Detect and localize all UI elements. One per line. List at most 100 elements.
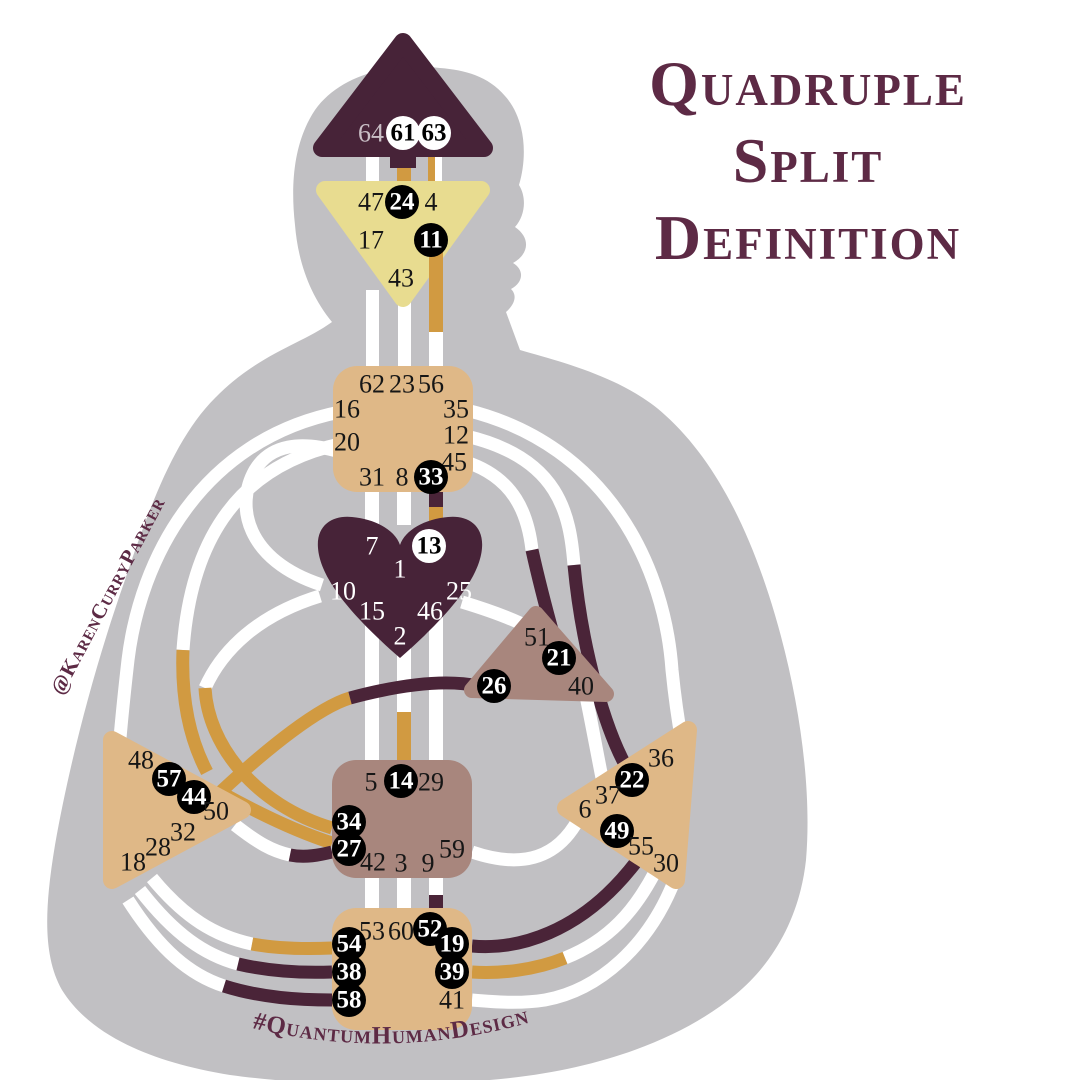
gate-7: 7 xyxy=(366,532,379,561)
channel-10-20 xyxy=(239,439,342,592)
gate-23: 23 xyxy=(389,370,415,399)
gate-33-circle xyxy=(414,460,448,494)
gate-11-circle xyxy=(414,223,448,257)
channel-49-19 xyxy=(471,858,642,954)
gate-59: 59 xyxy=(439,835,465,864)
gate-19: 19 xyxy=(440,931,465,958)
channel-63-4 xyxy=(428,146,442,190)
gate-63: 63 xyxy=(422,120,447,147)
gate-22-circle xyxy=(615,763,649,797)
gate-12: 12 xyxy=(443,421,469,450)
channel-35-36 xyxy=(464,403,689,744)
gate-24: 24 xyxy=(390,189,416,216)
channel-9-52 xyxy=(429,876,443,911)
gate-21-circle xyxy=(542,641,576,675)
gate-57-circle xyxy=(152,762,186,796)
channel-42-53 xyxy=(365,876,379,912)
channel-17-62 xyxy=(366,290,379,370)
gate-55: 55 xyxy=(628,832,654,861)
gate-27-circle xyxy=(332,832,366,866)
gate-22: 22 xyxy=(620,767,645,794)
channel-2-14 xyxy=(397,640,411,762)
gate-58: 58 xyxy=(337,987,362,1014)
channel-20-57 xyxy=(176,437,342,776)
gate-54: 54 xyxy=(337,931,363,958)
gate-4: 4 xyxy=(425,188,438,217)
gate-51: 51 xyxy=(524,623,550,652)
gate-14: 14 xyxy=(389,768,415,795)
gate-29: 29 xyxy=(418,768,444,797)
channel-31-7 xyxy=(365,490,379,525)
page-title: Quadruple Split Definition xyxy=(552,46,1064,276)
channel-11-56-open-half xyxy=(429,330,443,368)
gate-34: 34 xyxy=(337,809,363,836)
channel-64-47 xyxy=(366,146,379,192)
gate-5: 5 xyxy=(365,768,378,797)
gate-43: 43 xyxy=(388,264,414,293)
gate-58-circle xyxy=(332,983,366,1017)
gate-24-circle xyxy=(385,185,419,219)
gate-42: 42 xyxy=(360,848,386,877)
gate-13-circle xyxy=(412,529,446,563)
gate-62: 62 xyxy=(359,370,385,399)
gate-15: 15 xyxy=(359,597,385,626)
channel-18-58 xyxy=(122,896,333,1007)
gate-26: 26 xyxy=(482,673,507,700)
gate-47: 47 xyxy=(358,188,384,217)
gate-16: 16 xyxy=(334,395,360,424)
gate-38-circle xyxy=(332,955,366,989)
gate-46: 46 xyxy=(417,597,443,626)
gate-28: 28 xyxy=(145,833,171,862)
gate-19-circle xyxy=(435,927,469,961)
gate-40: 40 xyxy=(568,672,594,701)
channel-59-6 xyxy=(469,816,584,867)
gate-39-circle xyxy=(435,955,469,989)
gate-57: 57 xyxy=(157,766,182,793)
gate-64: 64 xyxy=(358,119,384,148)
gate-13: 13 xyxy=(417,533,442,560)
gate-36: 36 xyxy=(648,744,674,773)
gate-10: 10 xyxy=(330,577,356,606)
gate-48: 48 xyxy=(128,746,154,775)
gate-1: 1 xyxy=(394,555,407,584)
gate-6: 6 xyxy=(579,795,592,824)
gate-61-circle xyxy=(386,116,420,150)
gate-34-circle xyxy=(332,805,366,839)
gate-37: 37 xyxy=(595,781,621,810)
gate-14-circle xyxy=(384,764,418,798)
gate-30: 30 xyxy=(653,849,679,878)
gate-2: 2 xyxy=(394,622,407,651)
gate-20: 20 xyxy=(334,428,360,457)
throat-center xyxy=(333,366,473,492)
gate-35: 35 xyxy=(443,395,469,424)
gate-50: 50 xyxy=(203,797,229,826)
channel-32-54 xyxy=(146,873,333,956)
title-line-3: Definition xyxy=(654,201,962,273)
gate-44-circle xyxy=(177,780,211,814)
gate-38: 38 xyxy=(337,959,362,986)
gate-3: 3 xyxy=(395,849,408,878)
gate-25: 25 xyxy=(446,577,472,606)
gate-49-circle xyxy=(600,814,634,848)
channel-30-41 xyxy=(471,881,680,1009)
channel-16-48 xyxy=(113,405,342,739)
title-line-2: Split xyxy=(732,124,884,196)
gate-17: 17 xyxy=(358,226,384,255)
gate-31: 31 xyxy=(359,463,385,492)
gate-18: 18 xyxy=(120,848,146,877)
gate-63-circle xyxy=(417,116,451,150)
channel-55-39 xyxy=(471,868,661,979)
gate-21: 21 xyxy=(547,645,572,672)
gate-54-circle xyxy=(332,927,366,961)
gate-49: 49 xyxy=(605,818,630,845)
gate-44: 44 xyxy=(182,784,208,811)
channel-43-23 xyxy=(398,290,411,370)
gate-11: 11 xyxy=(419,227,443,254)
gate-32: 32 xyxy=(170,818,196,847)
gate-41: 41 xyxy=(439,986,465,1015)
gate-39: 39 xyxy=(440,959,465,986)
gate-26-circle xyxy=(477,669,511,703)
gate-60: 60 xyxy=(388,917,414,946)
